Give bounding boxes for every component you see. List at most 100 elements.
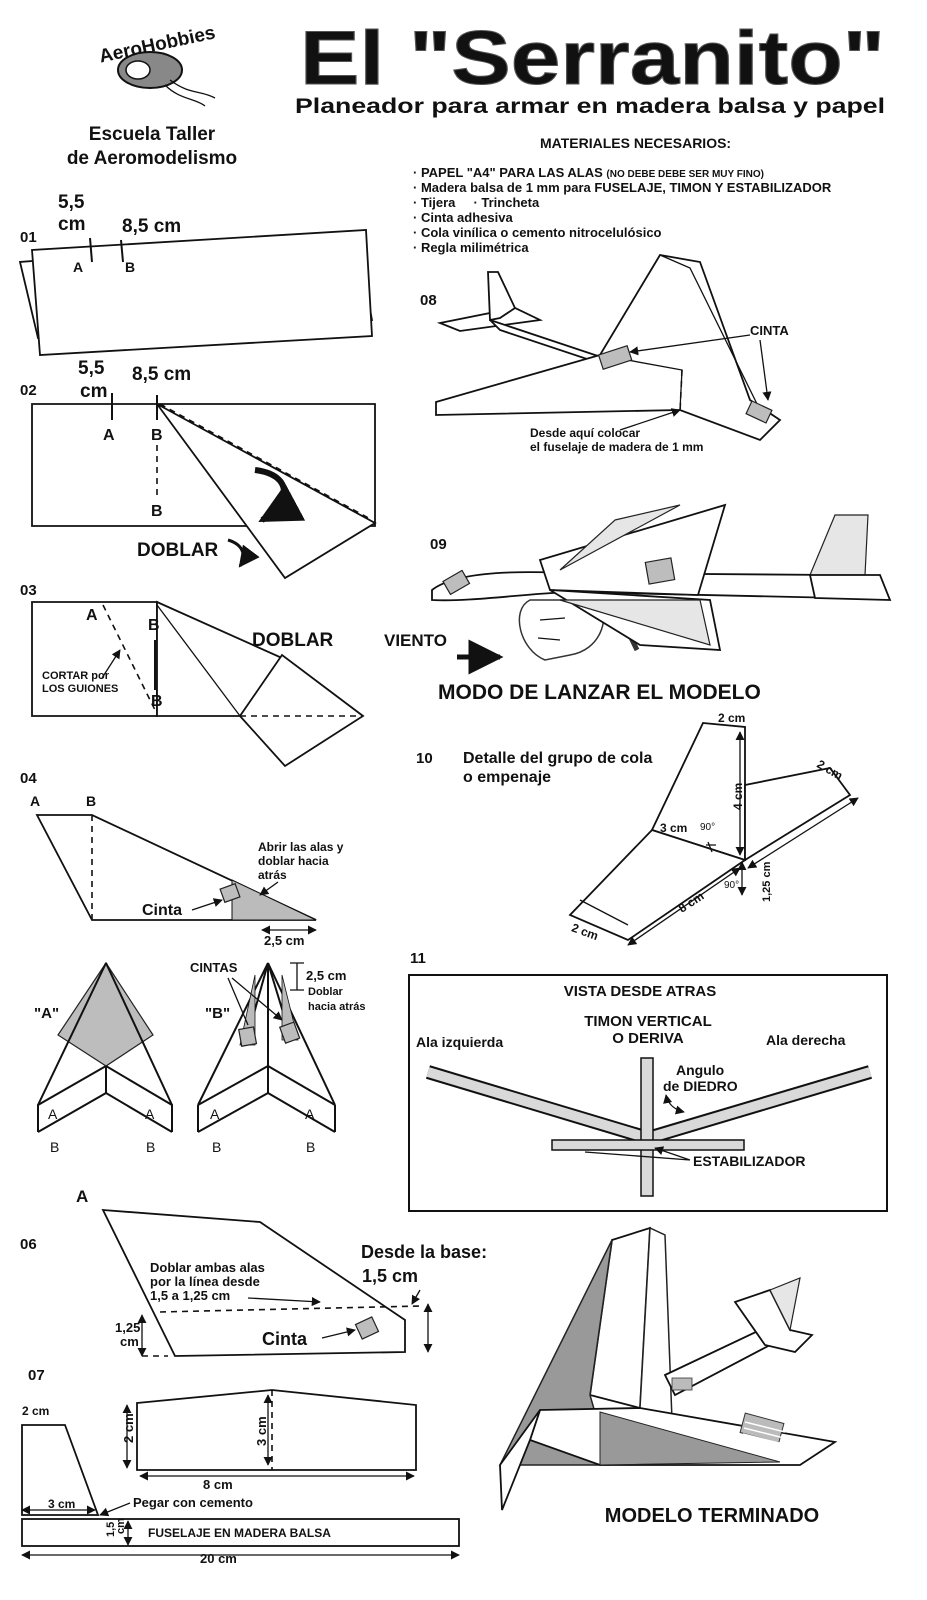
svg-text:O DERIVA: O DERIVA <box>612 1030 684 1047</box>
svg-text:LOS GUIONES: LOS GUIONES <box>42 683 118 695</box>
logo: AeroHobbies <box>97 22 217 107</box>
svg-text:1,25: 1,25 <box>115 1320 140 1335</box>
svg-text:8 cm: 8 cm <box>203 1477 233 1492</box>
svg-text:atrás: atrás <box>258 868 287 882</box>
svg-text:B: B <box>151 503 163 520</box>
svg-text:A: A <box>48 1106 58 1122</box>
step-07: 07 2 cm 3 cm Pegar con cemento FUSELAJE … <box>21 1367 460 1566</box>
finished-label: MODELO TERMINADO <box>605 1505 819 1527</box>
svg-text:por la línea desde: por la línea desde <box>150 1274 260 1289</box>
svg-text:Doblar: Doblar <box>308 986 344 998</box>
svg-text:A: A <box>103 427 115 444</box>
material-item: · Regla milimétrica <box>413 240 529 255</box>
material-item: · Madera balsa de 1 mm para FUSELAJE, TI… <box>413 180 832 195</box>
svg-text:2 cm: 2 cm <box>22 1404 49 1418</box>
svg-text:TIMON VERTICAL: TIMON VERTICAL <box>584 1013 712 1030</box>
svg-text:DOBLAR: DOBLAR <box>252 630 334 651</box>
svg-text:20 cm: 20 cm <box>200 1551 237 1566</box>
svg-text:A: A <box>210 1106 220 1122</box>
svg-text:o empenaje: o empenaje <box>463 769 551 786</box>
svg-text:Abrir las alas y: Abrir las alas y <box>258 840 344 854</box>
svg-text:2 cm: 2 cm <box>718 711 745 725</box>
material-item: · Cola vinílica o cemento nitrocelulósic… <box>413 225 662 240</box>
svg-text:B: B <box>212 1139 221 1155</box>
svg-text:Ala derecha: Ala derecha <box>766 1032 846 1048</box>
svg-text:3 cm: 3 cm <box>254 1416 269 1446</box>
svg-text:A: A <box>73 259 83 275</box>
step-10: 10 Detalle del grupo de cola o empenaje … <box>416 711 859 946</box>
finished-model: MODELO TERMINADO <box>498 1226 838 1527</box>
svg-text:B: B <box>125 259 135 275</box>
svg-text:B: B <box>86 793 96 809</box>
svg-text:cm: cm <box>58 214 85 235</box>
svg-text:doblar hacia: doblar hacia <box>258 854 329 868</box>
step-11: 11 VISTA DESDE ATRAS TIMON VERTICAL O DE… <box>408 950 888 1212</box>
svg-text:90°: 90° <box>724 880 739 891</box>
materials-heading: MATERIALES NECESARIOS: <box>540 135 731 151</box>
svg-text:CINTAS: CINTAS <box>190 960 238 975</box>
svg-text:A: A <box>145 1106 155 1122</box>
svg-text:ESTABILIZADOR: ESTABILIZADOR <box>693 1153 806 1169</box>
svg-text:Desde la base:: Desde la base: <box>361 1242 487 1262</box>
svg-text:Angulo: Angulo <box>676 1062 724 1078</box>
svg-text:10: 10 <box>416 750 433 767</box>
svg-text:09: 09 <box>430 536 447 553</box>
svg-text:Desde aquí colocar: Desde aquí colocar <box>530 426 640 440</box>
material-item: · Tijera · Trincheta <box>413 195 540 210</box>
step-08: 08 CINTA Desde aquí colocar el fuselaje … <box>420 254 789 454</box>
svg-text:1,5 a 1,25 cm: 1,5 a 1,25 cm <box>150 1288 230 1303</box>
svg-text:1,5: 1,5 <box>105 1522 117 1537</box>
svg-text:02: 02 <box>20 382 37 399</box>
svg-text:CORTAR por: CORTAR por <box>42 670 110 682</box>
svg-text:1,25 cm: 1,25 cm <box>761 861 773 902</box>
launch-title: MODO DE LANZAR EL MODELO <box>438 681 761 704</box>
svg-text:el fuselaje de madera de 1 mm: el fuselaje de madera de 1 mm <box>530 440 703 454</box>
svg-text:de DIEDRO: de DIEDRO <box>663 1078 738 1094</box>
fold-label: DOBLAR <box>137 540 219 561</box>
svg-text:8,5 cm: 8,5 cm <box>122 216 181 237</box>
svg-text:B: B <box>306 1139 315 1155</box>
svg-text:11: 11 <box>410 950 426 967</box>
svg-text:A: A <box>76 1187 88 1206</box>
page-title: El "Serranito" <box>300 16 885 101</box>
page-subtitle: Planeador para armar en madera balsa y p… <box>295 95 885 118</box>
svg-text:90°: 90° <box>700 822 715 833</box>
svg-text:VISTA DESDE ATRAS: VISTA DESDE ATRAS <box>564 983 717 1000</box>
svg-text:1,5 cm: 1,5 cm <box>362 1266 418 1286</box>
svg-text:FUSELAJE EN MADERA BALSA: FUSELAJE EN MADERA BALSA <box>148 1526 331 1540</box>
svg-text:4 cm: 4 cm <box>731 783 745 810</box>
svg-text:3 cm: 3 cm <box>660 821 687 835</box>
svg-text:Pegar con cemento: Pegar con cemento <box>133 1495 253 1510</box>
svg-text:04: 04 <box>20 770 37 787</box>
svg-text:VIENTO: VIENTO <box>384 631 447 650</box>
svg-text:A: A <box>30 793 40 809</box>
svg-text:B: B <box>148 617 160 634</box>
svg-text:Detalle del grupo de cola: Detalle del grupo de cola <box>463 750 652 767</box>
svg-text:B: B <box>151 693 163 710</box>
svg-text:B: B <box>146 1139 155 1155</box>
svg-text:08: 08 <box>420 292 437 309</box>
svg-text:06: 06 <box>20 1236 37 1253</box>
svg-text:2,5 cm: 2,5 cm <box>306 968 346 983</box>
svg-text:A: A <box>86 607 98 624</box>
svg-text:B: B <box>151 427 163 444</box>
svg-text:Cinta: Cinta <box>142 902 182 919</box>
svg-text:3 cm: 3 cm <box>48 1497 75 1511</box>
step-06: 06 A Doblar ambas alas por la línea desd… <box>20 1187 487 1357</box>
school-line1: Escuela Taller <box>89 124 216 145</box>
svg-text:2 cm: 2 cm <box>121 1413 136 1443</box>
svg-text:5,5: 5,5 <box>58 192 85 213</box>
step-09: 09 VIENTO MODO DE LANZAR EL MODELO <box>384 503 892 704</box>
svg-text:Ala izquierda: Ala izquierda <box>416 1034 503 1050</box>
svg-text:03: 03 <box>20 582 37 599</box>
svg-text:"B": "B" <box>205 1005 230 1022</box>
svg-text:5,5: 5,5 <box>78 358 105 379</box>
school-line2: de Aeromodelismo <box>67 148 237 169</box>
materials-list: · PAPEL "A4" PARA LAS ALAS (NO DEBE DEBE… <box>413 165 832 255</box>
svg-text:"A": "A" <box>34 1005 59 1022</box>
svg-text:Cinta: Cinta <box>262 1329 308 1349</box>
svg-text:Doblar ambas alas: Doblar ambas alas <box>150 1260 265 1275</box>
svg-text:2,5 cm: 2,5 cm <box>264 933 304 948</box>
svg-text:cm: cm <box>120 1334 139 1349</box>
